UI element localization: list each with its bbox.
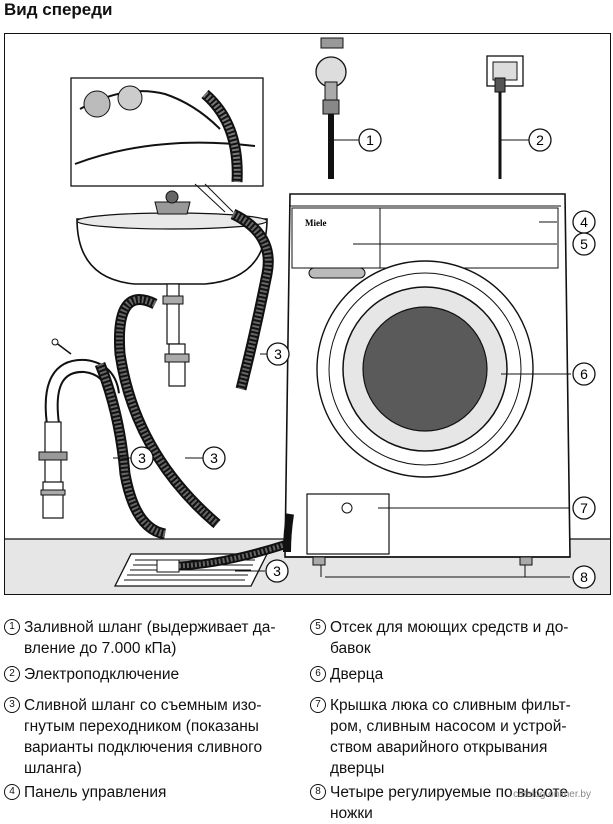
legend-number: 3 xyxy=(4,697,20,713)
callout-3-floor: 3 xyxy=(265,559,289,583)
watermark: catalog.onliner.by xyxy=(513,789,591,800)
svg-text:3: 3 xyxy=(210,450,218,466)
standpipe xyxy=(38,338,167,540)
legend-text-line: Отсек для моющих средств и до- xyxy=(330,619,569,636)
svg-text:3: 3 xyxy=(273,563,281,579)
wall-socket xyxy=(486,55,524,179)
svg-text:8: 8 xyxy=(580,569,588,585)
legend-number: 6 xyxy=(310,666,326,682)
brand-logo: Miele xyxy=(305,218,327,228)
legend-text-line: Панель управления xyxy=(24,784,167,801)
legend-text-line: Крышка люка со сливным фильт- xyxy=(330,697,571,714)
legend-text-line: бавок xyxy=(330,640,371,657)
legend-number: 4 xyxy=(4,784,20,800)
legend-number: 2 xyxy=(4,666,20,682)
legend-text-line: варианты подключения сливного xyxy=(24,739,263,756)
legend-text-line: гнутым переходником (показаны xyxy=(24,718,259,735)
front-view-illustration: Miele xyxy=(5,37,610,594)
callout-5: 5 xyxy=(572,232,596,256)
legend-number: 1 xyxy=(4,619,20,635)
callout-8: 8 xyxy=(572,565,596,589)
legend-number: 8 xyxy=(310,784,326,800)
floor-drain xyxy=(113,539,289,587)
legend-text-line: дверцы xyxy=(330,760,385,777)
legend-text-line: ножки xyxy=(330,805,373,822)
callout-6: 6 xyxy=(572,362,596,386)
svg-text:5: 5 xyxy=(580,236,588,252)
svg-text:7: 7 xyxy=(580,500,588,516)
legend-text-line: Заливной шланг (выдерживает да- xyxy=(24,619,276,636)
page-title: Вид спереди xyxy=(4,0,113,19)
svg-text:3: 3 xyxy=(274,346,282,362)
legend-text-line: шланга) xyxy=(24,760,82,777)
water-tap xyxy=(315,37,347,179)
legend-text-line: Четыре регулируемые по высоте xyxy=(330,784,569,801)
callout-1: 1 xyxy=(358,128,382,152)
svg-text:2: 2 xyxy=(536,132,544,148)
washing-machine: Miele xyxy=(283,193,571,566)
callout-3-standpipe: 3 xyxy=(130,446,154,470)
legend-text-line: Сливной шланг со съемным изо- xyxy=(24,697,262,714)
sink xyxy=(76,190,274,529)
svg-text:6: 6 xyxy=(580,366,588,382)
legend-number: 5 xyxy=(310,619,326,635)
legend-text-line: ром, сливным насосом и устрой- xyxy=(330,718,567,735)
front-view-figure: Miele xyxy=(4,33,611,595)
callout-3-siphon: 3 xyxy=(202,446,226,470)
callout-leaders xyxy=(113,139,571,578)
legend-text-line: вление до 7.000 кПа) xyxy=(24,640,177,657)
svg-text:3: 3 xyxy=(138,450,146,466)
legend-item-1: 1 Заливной шланг (выдерживает да- вление… xyxy=(4,617,294,657)
legend-text-line: ством аварийного открывания xyxy=(330,739,548,756)
inset-detail xyxy=(70,77,264,213)
svg-text:1: 1 xyxy=(366,132,374,148)
legend-text-line: Дверца xyxy=(330,666,384,683)
callout-4: 4 xyxy=(572,210,596,234)
legend-number: 7 xyxy=(310,697,326,713)
callout-7: 7 xyxy=(572,496,596,520)
svg-text:4: 4 xyxy=(580,214,588,230)
legend-text-line: Электроподключение xyxy=(24,666,180,683)
callout-2: 2 xyxy=(528,128,552,152)
callout-3-sink: 3 xyxy=(266,342,290,366)
